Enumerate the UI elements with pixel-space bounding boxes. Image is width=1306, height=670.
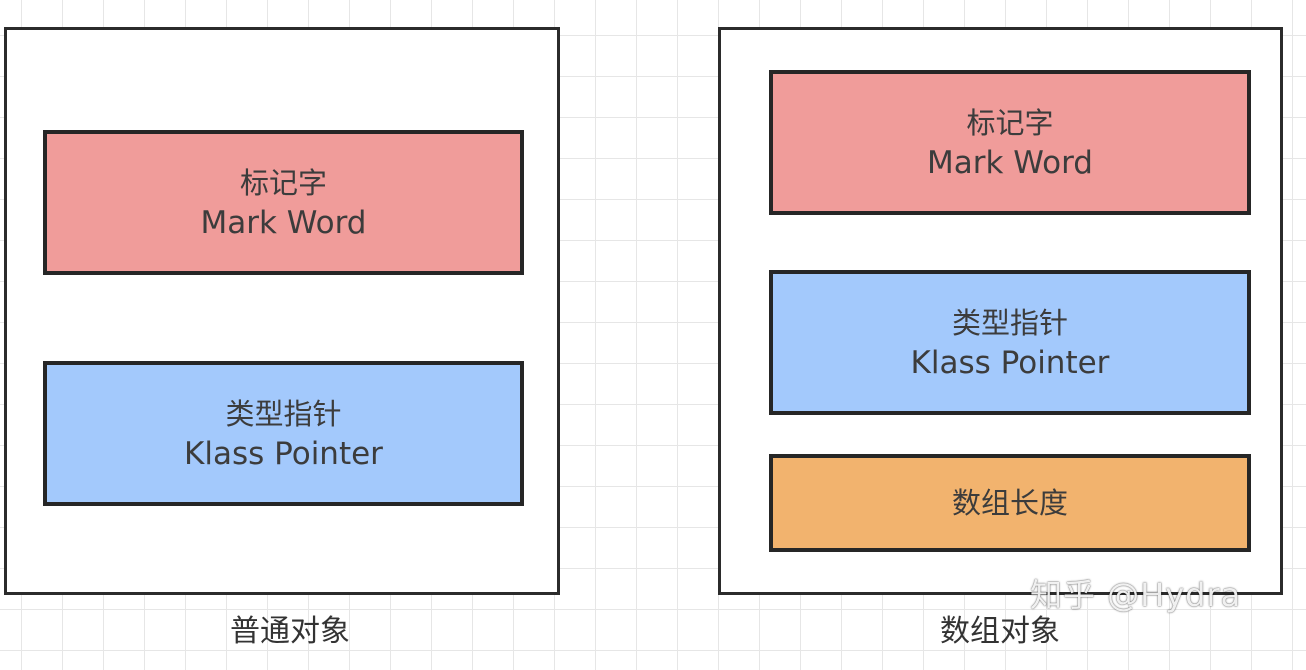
mark-word-en-label: Mark Word [200, 204, 367, 241]
mark-word-block: 标记字 Mark Word [769, 70, 1251, 215]
array-length-label: 数组长度 [951, 486, 1068, 520]
mark-word-block: 标记字 Mark Word [43, 130, 524, 275]
klass-pointer-en-label: Klass Pointer [184, 435, 383, 472]
mark-word-zh-label: 标记字 [966, 105, 1054, 140]
klass-pointer-block: 类型指针 Klass Pointer [769, 270, 1251, 415]
array-length-block: 数组长度 [769, 454, 1251, 552]
array-object-panel: 标记字 Mark Word 类型指针 Klass Pointer 数组长度 [718, 27, 1283, 595]
watermark: 知乎 @Hydra [1030, 576, 1242, 614]
klass-pointer-zh-label: 类型指针 [951, 305, 1068, 340]
klass-pointer-en-label: Klass Pointer [910, 344, 1110, 381]
mark-word-en-label: Mark Word [927, 144, 1093, 181]
normal-object-caption: 普通对象 [230, 614, 350, 649]
klass-pointer-zh-label: 类型指针 [225, 396, 342, 431]
klass-pointer-block: 类型指针 Klass Pointer [43, 361, 524, 506]
array-object-caption: 数组对象 [940, 614, 1060, 649]
normal-object-panel: 标记字 Mark Word 类型指针 Klass Pointer [4, 27, 560, 595]
mark-word-zh-label: 标记字 [239, 165, 327, 200]
